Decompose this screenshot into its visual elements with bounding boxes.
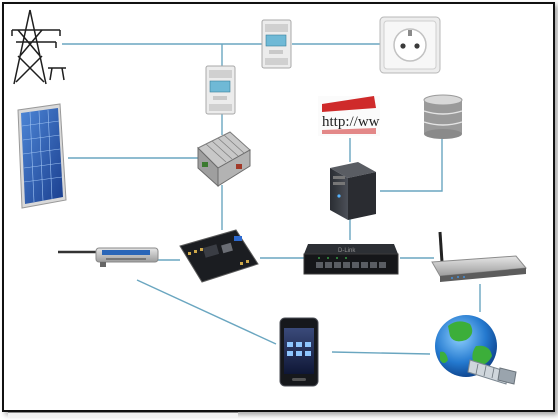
- line-modem-to-phone: [136, 279, 277, 345]
- bottom-tab: [8, 412, 238, 418]
- power-socket-icon: [379, 16, 441, 74]
- energy-meter-middle-icon: [205, 65, 236, 115]
- solar-inverter-icon: [197, 131, 251, 188]
- url-sign-text: http://ww: [322, 114, 380, 130]
- internet-globe-icon: [435, 315, 517, 385]
- wifi-router-icon: [431, 231, 527, 282]
- power-pylon-icon: [11, 9, 66, 85]
- smartphone-icon: [279, 317, 319, 387]
- http-url-sign-icon: http://ww: [318, 96, 380, 136]
- wireless-modem-icon: [58, 247, 159, 267]
- network-switch-icon: D-Link: [303, 244, 399, 275]
- solar-panel-icon: [17, 103, 67, 209]
- line-database-to-server: [380, 136, 443, 192]
- line-phone-to-globe: [331, 351, 431, 355]
- switch-brand-label: D-Link: [338, 248, 356, 254]
- database-icon: [423, 94, 463, 139]
- energy-meter-top-icon: [261, 19, 292, 69]
- server-tower-icon: [330, 162, 376, 220]
- connection-lines: [62, 43, 481, 355]
- controller-board-icon: [179, 229, 259, 283]
